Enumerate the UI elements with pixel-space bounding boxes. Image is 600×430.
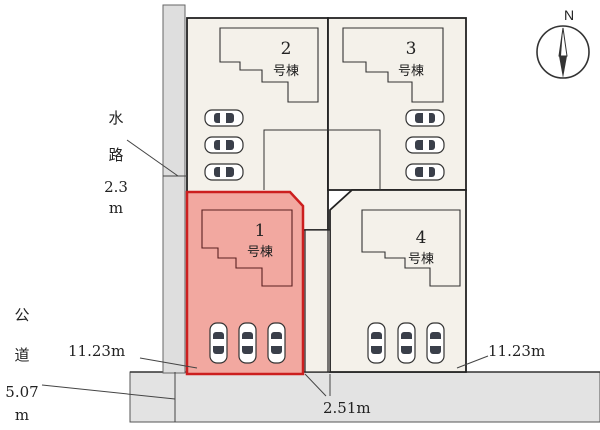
car-icon bbox=[204, 136, 244, 154]
frontage-left-label: 11.23m bbox=[68, 342, 125, 360]
compass-icon bbox=[536, 25, 590, 79]
waterway-label-char-2: 路 bbox=[108, 146, 123, 164]
car-icon bbox=[405, 163, 445, 181]
building-4-unit: 号棟 bbox=[408, 252, 434, 267]
car-icon bbox=[405, 136, 445, 154]
waterway-width-unit: m bbox=[109, 199, 123, 217]
car-icon bbox=[367, 322, 386, 364]
building-4-footprint bbox=[361, 209, 461, 287]
building-1-label: 1 号棟 bbox=[247, 221, 273, 260]
public-road bbox=[129, 371, 600, 423]
road-leader-line bbox=[41, 384, 176, 400]
building-3-label: 3 号棟 bbox=[398, 39, 424, 79]
car-icon bbox=[238, 322, 257, 364]
car-icon bbox=[267, 322, 286, 364]
waterway bbox=[162, 4, 186, 374]
cars-lot-2 bbox=[204, 109, 244, 181]
building-1-number: 1 bbox=[255, 221, 266, 241]
building-1-unit: 号棟 bbox=[247, 245, 273, 260]
waterway-label-char-1: 水 bbox=[108, 109, 123, 127]
public-road-label-char-2: 道 bbox=[14, 346, 29, 364]
building-2-label: 2 号棟 bbox=[273, 39, 299, 79]
frontage-right-label: 11.23m bbox=[488, 342, 545, 360]
public-road-label-char-1: 公 bbox=[14, 306, 29, 324]
car-icon bbox=[426, 322, 445, 364]
public-road-width-value: 5.07 bbox=[5, 383, 38, 401]
waterway-leader-line bbox=[126, 139, 179, 177]
car-icon bbox=[397, 322, 416, 364]
waterway-width-value: 2.3 bbox=[104, 178, 128, 196]
building-4-number: 4 bbox=[416, 228, 427, 248]
cars-lot-3 bbox=[405, 109, 445, 181]
building-4-label: 4 号棟 bbox=[408, 228, 434, 267]
frontage-right-leader bbox=[456, 355, 489, 369]
building-3-footprint bbox=[342, 27, 444, 103]
building-2-number: 2 bbox=[281, 39, 292, 59]
public-road-width-unit: m bbox=[15, 406, 29, 424]
cars-lot-4 bbox=[367, 322, 445, 364]
driveway-width-label: 2.51m bbox=[323, 399, 371, 417]
car-icon bbox=[204, 109, 244, 127]
building-2-unit: 号棟 bbox=[273, 64, 299, 79]
building-3-number: 3 bbox=[406, 39, 417, 59]
compass-north-label: N bbox=[564, 7, 574, 23]
car-icon bbox=[204, 163, 244, 181]
building-2-footprint bbox=[219, 27, 319, 103]
shared-driveway bbox=[304, 229, 331, 373]
lot-2-inner-path bbox=[263, 129, 381, 190]
building-1-footprint bbox=[201, 209, 293, 287]
driveway-leader-left bbox=[304, 373, 327, 397]
frontage-left-leader bbox=[139, 357, 198, 369]
car-icon bbox=[209, 322, 228, 364]
lot-3 bbox=[327, 17, 467, 191]
car-icon bbox=[405, 109, 445, 127]
cars-lot-1 bbox=[209, 322, 286, 364]
building-3-unit: 号棟 bbox=[398, 64, 424, 79]
